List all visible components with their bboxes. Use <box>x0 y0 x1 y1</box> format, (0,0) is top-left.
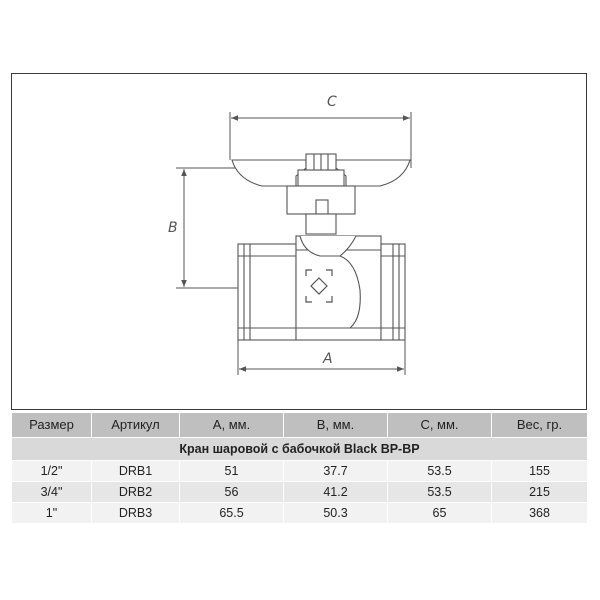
header-b: B, мм. <box>283 412 388 438</box>
dimension-label-b: B <box>168 220 178 236</box>
table-title-row: Кран шаровой с бабочкой Black BP-BP <box>11 437 588 461</box>
cell-weight: 215 <box>491 481 588 503</box>
cell-size: 3/4" <box>11 481 92 503</box>
dimension-a <box>237 340 406 375</box>
header-size: Размер <box>11 412 92 438</box>
dimension-label-c: C <box>327 94 337 110</box>
cell-b: 50.3 <box>283 502 388 524</box>
butterfly-handle <box>231 153 411 235</box>
cell-c: 65 <box>387 502 492 524</box>
cell-size: 1" <box>11 502 92 524</box>
dimension-label-a: A <box>322 351 333 367</box>
cell-a: 65.5 <box>179 502 284 524</box>
brand-logo-mark <box>305 269 333 303</box>
dimension-c <box>229 112 412 168</box>
table-title: Кран шаровой с бабочкой Black BP-BP <box>11 437 588 461</box>
cell-a: 51 <box>179 460 284 482</box>
table-row: 1/2" DRB1 51 37.7 53.5 155 <box>11 460 588 482</box>
header-c: C, мм. <box>387 412 492 438</box>
cell-b: 37.7 <box>283 460 388 482</box>
cell-c: 53.5 <box>387 460 492 482</box>
cell-a: 56 <box>179 481 284 503</box>
header-weight: Вес, гр. <box>491 412 588 438</box>
specification-table: Кран шаровой с бабочкой Black BP-BP Разм… <box>11 412 588 524</box>
table-row: 1" DRB3 65.5 50.3 65 368 <box>11 502 588 524</box>
cell-b: 41.2 <box>283 481 388 503</box>
table-row: 3/4" DRB2 56 41.2 53.5 215 <box>11 481 588 503</box>
cell-article: DRB2 <box>91 481 180 503</box>
valve-body <box>237 235 406 341</box>
cell-article: DRB3 <box>91 502 180 524</box>
header-a: A, мм. <box>179 412 284 438</box>
cell-size: 1/2" <box>11 460 92 482</box>
header-article: Артикул <box>91 412 180 438</box>
cell-article: DRB1 <box>91 460 180 482</box>
table-header-row: Размер Артикул A, мм. B, мм. C, мм. Вес,… <box>11 412 588 438</box>
cell-weight: 368 <box>491 502 588 524</box>
cell-weight: 155 <box>491 460 588 482</box>
cell-c: 53.5 <box>387 481 492 503</box>
